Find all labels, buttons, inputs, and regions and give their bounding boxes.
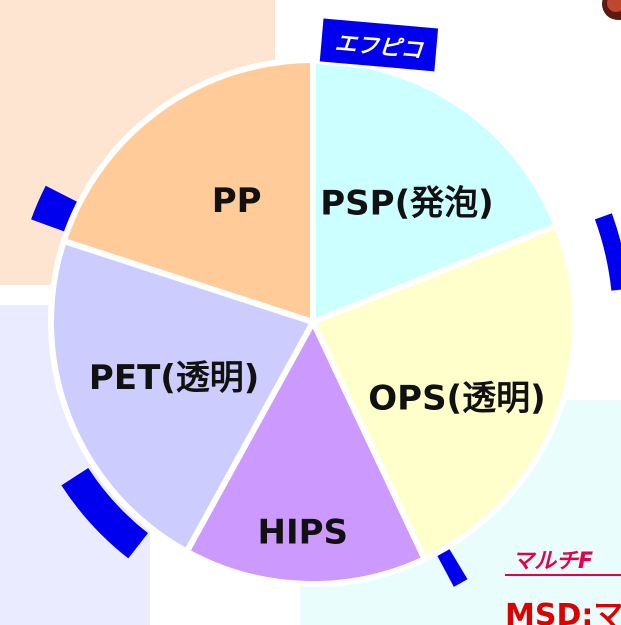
slice-label-ops: OPS(透明) — [368, 378, 545, 418]
rim-band-1 — [594, 213, 621, 291]
pie-slice-pet — [48, 238, 316, 555]
rim-band-3 — [61, 467, 149, 559]
pie-slice-ops — [310, 222, 578, 563]
slice-label-pet: PET(透明) — [89, 358, 259, 398]
rim-band-2 — [436, 546, 468, 587]
rim-band-4 — [31, 185, 80, 233]
footer-subtitle: マルチF — [512, 549, 593, 574]
footer-title: MSD:マ — [505, 598, 621, 625]
brand-sticker: エフピコ — [316, 15, 442, 75]
corner-ornament-inner — [607, 0, 621, 12]
pie-slice-pp — [60, 57, 316, 325]
pie-slices — [48, 57, 578, 587]
sticker-background — [316, 15, 442, 75]
pie-slice-hips — [183, 319, 428, 587]
slice-label-psp: PSP(発泡) — [320, 184, 493, 224]
rim-highlights — [31, 185, 621, 587]
slice-label-hips: HIPS — [258, 512, 349, 552]
slice-labels: PSP(発泡) OPS(透明) HIPS PET(透明) PP — [89, 181, 546, 553]
slice-label-pp: PP — [212, 181, 262, 221]
